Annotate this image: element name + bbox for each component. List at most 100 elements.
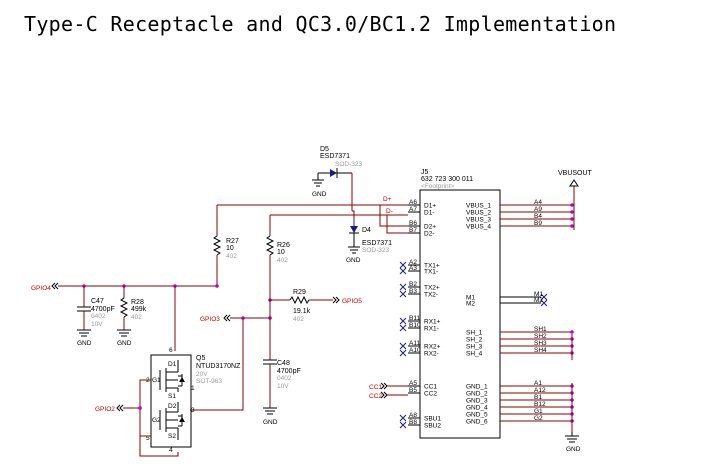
pin-name: RX2+ (424, 344, 441, 351)
r28-value: 499k (131, 306, 147, 313)
q5-s2: S2 (168, 433, 176, 440)
d4-ref: D4 (362, 227, 371, 234)
d4-pkg: SOD-323 (362, 247, 389, 254)
pin-number: B3 (409, 288, 417, 295)
pin-name: D2+ (424, 224, 436, 231)
connector-part: 632 723 300 011 (421, 176, 473, 183)
c47-value: 4700pF (91, 306, 115, 313)
r27-value: 10 (226, 245, 234, 252)
pin-name: GND_4 (466, 405, 488, 412)
junction-dot (570, 210, 574, 214)
q5-pkg: SOT-963 (196, 378, 222, 385)
c47-volt: 10V (91, 321, 103, 328)
net-gpio4: GPIO4 (31, 285, 51, 292)
c48-ref: C48 (277, 360, 290, 367)
no-connect-icon (399, 342, 407, 350)
pin-name: TX1+ (424, 263, 440, 270)
q5-pin-1: 1 (191, 385, 195, 392)
pin-number: A4 (534, 199, 542, 206)
d5-diode-icon (330, 169, 337, 177)
no-connect-icon (540, 293, 548, 301)
net-gpio5: GPIO5 (342, 298, 362, 305)
no-connect-icon (399, 414, 407, 422)
resistor-r27: R27 10 402 (212, 205, 239, 286)
c47-ref: C47 (91, 298, 104, 305)
no-connect-icon (399, 290, 407, 298)
net-vbusout: VBUSOUT (558, 170, 593, 177)
diode-d5: D5 ESD7371 SOD-323 GND (312, 146, 362, 211)
pin-name: SBU2 (424, 423, 441, 430)
pin-name: SBU1 (424, 416, 441, 423)
r29-value: 19.1k (293, 308, 311, 315)
q5-d1: D1 (168, 361, 177, 368)
pin-number: A8 (409, 412, 417, 419)
no-connect-icon (399, 267, 407, 275)
pin-name: GND_2 (466, 391, 488, 398)
gnd-label-r28: GND (117, 340, 132, 347)
no-connect-icon (540, 299, 548, 307)
data-line-nets: D+ D- (217, 196, 408, 234)
pin-name: TX2- (424, 292, 438, 299)
pin-number: A3 (409, 265, 417, 272)
no-connect-icon (399, 324, 407, 332)
pin-name: SH_4 (466, 351, 483, 358)
no-connect-icon (399, 283, 407, 291)
cc-nets: CC1 CC2 (369, 382, 408, 400)
c48-value: 4700pF (277, 368, 301, 375)
q5-pin-4: 4 (169, 447, 173, 454)
shield-gnd-bus: GND (565, 334, 581, 453)
pin-name: RX1- (424, 326, 439, 333)
pin-number: B6 (409, 220, 417, 227)
pin-number: SH2 (534, 333, 547, 340)
d5-part: ESD7371 (320, 153, 350, 160)
pin-name: RX1+ (424, 319, 441, 326)
pin-number: B7 (409, 227, 417, 234)
pin-number: B10 (409, 322, 421, 329)
no-connect-icon (399, 349, 407, 357)
pin-number: B12 (534, 401, 546, 408)
net-gpio2: GPIO2 (95, 406, 115, 413)
pin-number: A10 (409, 347, 421, 354)
pin-number: B5 (409, 387, 417, 394)
d5-ref: D5 (320, 146, 329, 153)
r28-pkg: 402 (131, 314, 142, 321)
resistor-r28: GND R28 499k 402 (117, 286, 147, 347)
r29-pkg: 402 (293, 316, 304, 323)
r26-value: 10 (277, 249, 285, 256)
pin-number: A9 (534, 206, 542, 213)
page-title: Type-C Receptacle and QC3.0/BC1.2 Implem… (24, 12, 616, 36)
pin-name: RX2- (424, 351, 439, 358)
pin-number: B11 (409, 315, 420, 322)
net-cc1: CC1 (369, 384, 382, 391)
q5-body (150, 354, 192, 448)
pin-name: VBUS_1 (466, 203, 491, 210)
pin-name: CC1 (424, 384, 437, 391)
mosfet-q5: Q5 NTUD3170NZ 20V SOT-963 6 2 1 D1 G1 S1… (139, 347, 241, 457)
pin-number: SH4 (534, 347, 547, 354)
pin-name: CC2 (424, 391, 437, 398)
q5-s1: S1 (168, 393, 176, 400)
net-dminus: D- (386, 208, 393, 215)
pin-number: A2 (409, 259, 417, 266)
gnd-label-c47: GND (77, 340, 92, 347)
q5-pin-5: 5 (146, 435, 150, 442)
r27-pkg: 402 (226, 253, 237, 260)
pin-number: A7 (409, 206, 417, 213)
pin-name: SH_1 (466, 330, 483, 337)
gnd-label-c48: GND (263, 419, 278, 426)
pin-name: VBUS_3 (466, 217, 491, 224)
pin-number: A1 (534, 380, 542, 387)
pin-name: TX1- (424, 269, 438, 276)
no-connect-icon (399, 261, 407, 269)
q5-volt: 20V (196, 371, 208, 378)
pin-number: M2 (534, 297, 543, 304)
no-connect-icon (399, 421, 407, 429)
gnd-label-connector: GND (566, 446, 581, 453)
r29-ref: R29 (293, 289, 306, 296)
diode-d4: GND D4 ESD7371 SOD-323 (346, 222, 392, 264)
pin-number: SH3 (534, 340, 547, 347)
vbusout-arrow-icon (569, 179, 579, 187)
r28-ref: R28 (131, 299, 144, 306)
